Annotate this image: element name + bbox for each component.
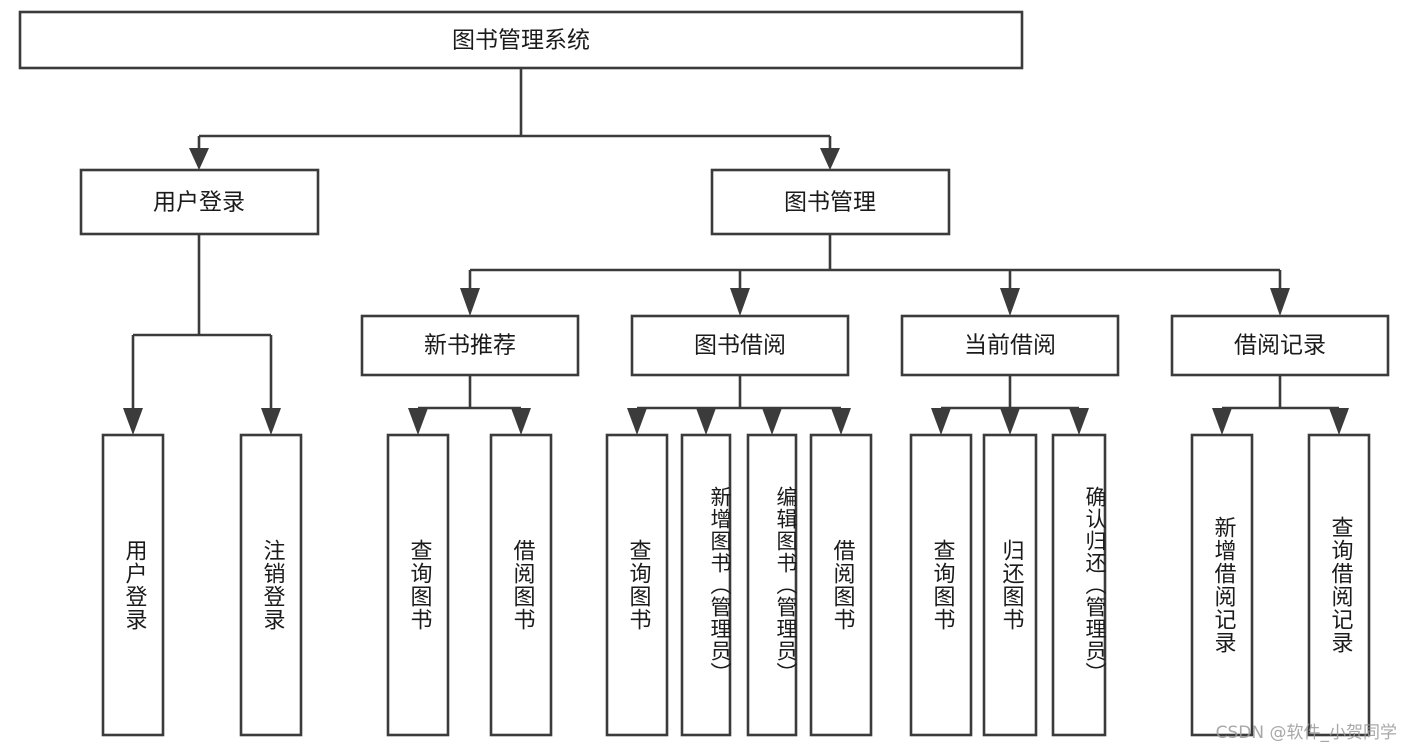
- node-box-leaf-user-login[interactable]: [101, 433, 165, 737]
- node-boxes: 图书管理系统 用户登录 图书管理 新书推荐 图书借阅 当前借阅 借阅记录: [18, 10, 1390, 737]
- node-box-book-borrow[interactable]: [630, 314, 850, 377]
- node-box-leaf-query-record[interactable]: [1307, 433, 1371, 737]
- arrow-head-leaf-add-book: [696, 408, 716, 435]
- connector-group-new-book-recommend: [408, 375, 531, 435]
- node-box-title[interactable]: [18, 10, 1024, 70]
- node-box-leaf-query-book-1[interactable]: [386, 433, 450, 737]
- node-label-book-borrow: 图书借阅: [694, 333, 786, 359]
- node-box-new-book-recommend[interactable]: [360, 314, 580, 377]
- node-box-leaf-edit-book[interactable]: [746, 433, 798, 737]
- node-box-book-manage[interactable]: [710, 168, 951, 236]
- arrow-head-leaf-query-book-1: [408, 408, 428, 435]
- node-label-user-login: 用户登录: [153, 190, 245, 216]
- arrow-head-leaf-borrow-book-2: [831, 408, 851, 435]
- node-box-leaf-borrow-book-1[interactable]: [489, 433, 553, 737]
- arrow-head-new-book-recommend: [460, 288, 480, 316]
- arrow-head-leaf-confirm-return: [1069, 408, 1089, 435]
- connector-group-borrow-record: [1212, 375, 1349, 435]
- node-box-leaf-logout-login[interactable]: [239, 433, 303, 737]
- arrow-head-leaf-edit-book: [762, 408, 782, 435]
- connector-group-root: [189, 68, 840, 170]
- arrow-head-leaf-query-record: [1329, 408, 1349, 435]
- node-label-title: 图书管理系统: [452, 28, 590, 54]
- connector-group-user-login: [123, 234, 281, 435]
- node-box-leaf-add-record[interactable]: [1190, 433, 1254, 737]
- arrow-head-book-borrow: [730, 288, 750, 316]
- arrow-head-leaf-add-record: [1212, 408, 1232, 435]
- arrow-head-leaf-return-book: [1000, 408, 1020, 435]
- arrow-head-leaf-borrow-book-1: [511, 408, 531, 435]
- node-box-borrow-record[interactable]: [1170, 314, 1390, 377]
- arrow-head-current-borrow: [1000, 288, 1020, 316]
- arrow-head-user-login: [189, 148, 209, 170]
- node-box-leaf-add-book[interactable]: [680, 433, 732, 737]
- arrow-head-book-manage: [820, 148, 840, 170]
- arrow-head-leaf-user-login: [123, 408, 143, 435]
- connector-group-book-borrow: [627, 375, 851, 435]
- node-box-leaf-confirm-return[interactable]: [1051, 433, 1107, 737]
- node-box-leaf-return-book[interactable]: [982, 433, 1038, 737]
- node-box-leaf-query-book-3[interactable]: [909, 433, 973, 737]
- arrow-head-borrow-record: [1270, 288, 1290, 316]
- watermark-text: CSDN @软件_小贺同学: [1215, 723, 1397, 743]
- node-label-book-manage: 图书管理: [784, 190, 876, 216]
- connector-group-book-manage: [460, 234, 1290, 316]
- node-box-leaf-query-book-2[interactable]: [605, 433, 669, 737]
- node-label-new-book-recommend: 新书推荐: [424, 333, 516, 359]
- node-box-leaf-borrow-book-2[interactable]: [809, 433, 873, 737]
- arrow-head-leaf-query-book-2: [627, 408, 647, 435]
- node-box-current-borrow[interactable]: [900, 314, 1120, 377]
- arrow-head-leaf-logout-login: [261, 408, 281, 435]
- arrow-head-leaf-query-book-3: [931, 408, 951, 435]
- node-label-borrow-record: 借阅记录: [1234, 333, 1326, 359]
- node-label-current-borrow: 当前借阅: [964, 333, 1056, 359]
- connector-group-current-borrow: [931, 375, 1089, 435]
- node-box-user-login[interactable]: [79, 168, 320, 236]
